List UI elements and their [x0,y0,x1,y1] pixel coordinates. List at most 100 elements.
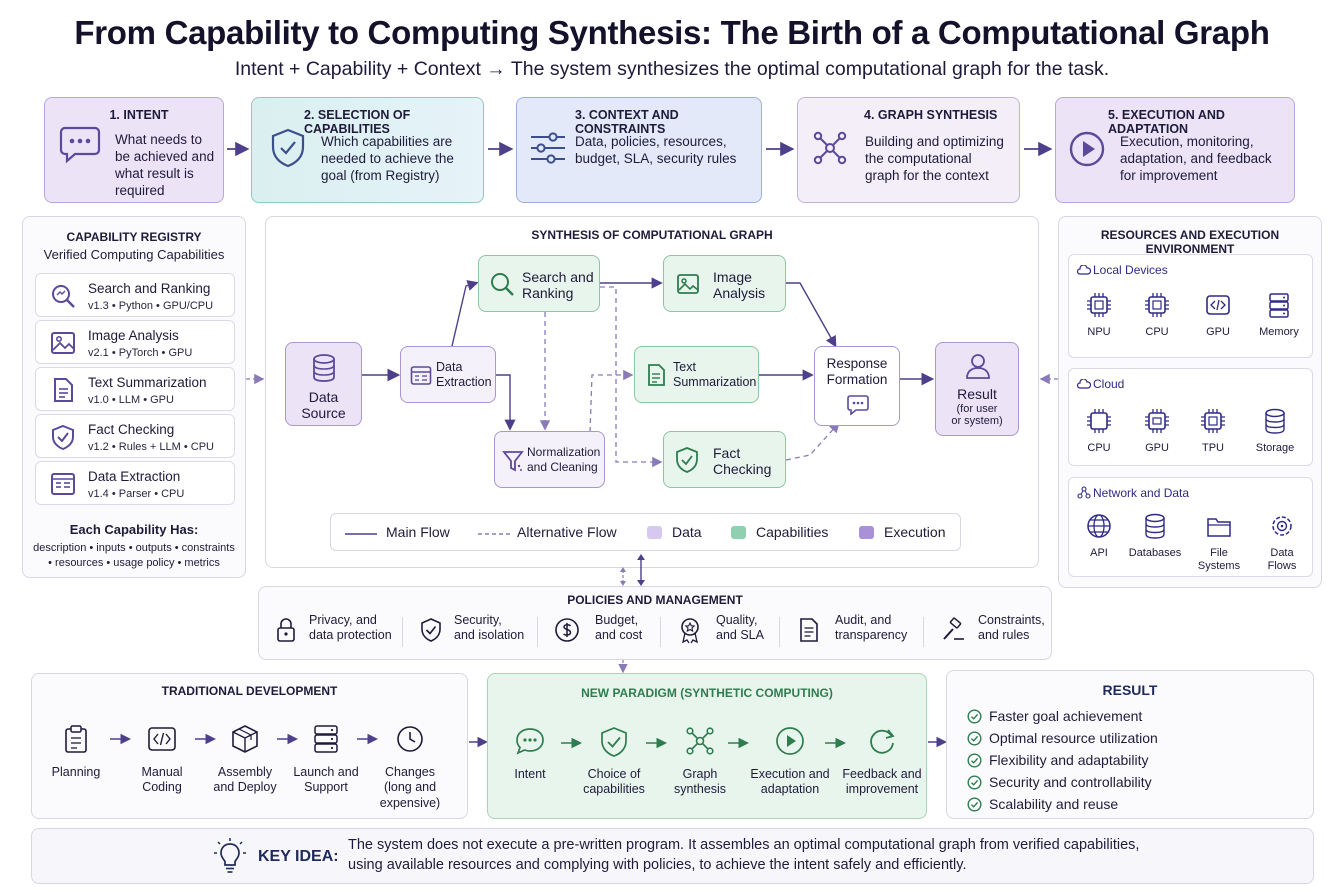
resource-cloud-storage[interactable]: Storage [1245,407,1305,455]
capability-name: Image Analysis [88,328,179,343]
section-arrows [469,736,947,748]
resource-file-systems[interactable]: File Systems [1189,512,1249,573]
node-label: or system) [951,415,1003,427]
dollar-coin-icon [555,618,579,642]
step-label: improvement [845,782,919,796]
policy-label: Constraints, [978,613,1045,627]
node-label: Search and [522,269,594,285]
sliders-icon [531,132,565,164]
resource-group-network: Network and Data API Databases File Syst… [1068,477,1313,577]
cloud-icon [1077,265,1091,275]
capability-meta: v1.4 • Parser • CPU [88,488,185,500]
play-circle-icon [1069,131,1105,167]
resource-data-flows[interactable]: Data Flows [1252,512,1312,573]
resource-label: Storage [1255,442,1295,454]
chip-icon [1087,293,1111,317]
registry-item-text-summarization[interactable]: Text Summarization v1.0 • LLM • GPU [35,367,235,411]
policy-label: data protection [309,628,392,642]
lock-icon [277,618,295,642]
step-label: Feedback and [842,766,922,781]
policy-label: and cost [595,628,643,642]
policy-label: transparency [835,628,908,642]
step-arrows [227,141,1053,157]
registry-item-image-analysis[interactable]: Image Analysis v2.1 • PyTorch • GPU [35,320,235,364]
node-data-extraction[interactable]: Data Extraction [400,346,496,403]
check-circle-icon [967,709,982,724]
registry-item-search-ranking[interactable]: Search and Ranking v1.3 • Python • GPU/C… [35,273,235,317]
step-title: 5. EXECUTION AND ADAPTATION [1108,108,1225,136]
lightbulb-icon [214,838,246,873]
node-label: Checking [713,461,772,477]
database-icon [1265,408,1285,434]
registry-footer-line: • resources • usage policy • metrics [48,557,220,569]
node-label: Fact [713,445,741,461]
resource-group-name: Network and Data [1093,486,1190,500]
resource-cloud-gpu[interactable]: GPU [1127,407,1187,455]
key-idea-line: The system does not execute a pre-writte… [348,837,1140,853]
node-label: Image [713,269,752,285]
resource-label: NPU [1087,326,1111,338]
cloud-icon [1077,379,1091,389]
node-fact-checking[interactable]: Fact Checking [663,431,786,488]
paradigm-panel: NEW PARADIGM (SYNTHETIC COMPUTING) Inten… [487,673,927,819]
page-subtitle: Intent + Capability + Context → The syst… [234,58,1110,80]
step-desc-line: be achieved and [115,149,215,164]
table-extract-icon [51,473,75,495]
resource-label: File [1210,547,1228,559]
result-title: RESULT [1102,682,1158,698]
refresh-icon [870,729,895,754]
resource-cpu[interactable]: CPU [1127,291,1187,339]
resource-api[interactable]: API [1069,512,1129,560]
key-idea-label: KEY IDEA: [258,848,339,865]
node-response-formation[interactable]: Response Formation [814,346,900,426]
policy-audit: Audit, and transparency [835,613,907,643]
policy-divider [537,617,538,647]
node-result[interactable]: Result (for user or system) [935,342,1019,436]
clock-icon [397,726,423,752]
trad-arrows [110,733,378,745]
resource-npu[interactable]: NPU [1069,291,1129,339]
resource-cloud-cpu[interactable]: CPU [1069,407,1129,455]
node-label: Source [301,405,346,421]
resource-group-name: Cloud [1093,377,1125,391]
policy-label: and rules [978,628,1030,642]
policy-label: Quality, [716,613,758,627]
key-idea-line: using available resources and complying … [348,857,967,873]
step-label: Planning [51,764,101,779]
capability-name: Search and Ranking [88,281,211,296]
step-desc-line: needed to achieve the [321,151,454,166]
node-text-summarization[interactable]: Text Summarization [634,346,759,403]
registry-footer-line: description • inputs • outputs • constra… [33,542,235,554]
search-icon [52,285,75,308]
step-label: adaptation [760,782,820,796]
key-idea-panel: KEY IDEA: The system does not execute a … [31,828,1314,884]
capability-meta: v1.2 • Rules + LLM • CPU [88,441,215,453]
resource-cloud-tpu[interactable]: TPU [1183,407,1243,455]
step-desc-line: What needs to [115,132,203,147]
resource-label: CPU [1087,442,1111,454]
legend-data: Data [672,524,702,540]
policy-budget: Budget, and cost [595,613,642,643]
node-image-analysis[interactable]: Image Analysis [663,255,786,312]
registry-item-fact-checking[interactable]: Fact Checking v1.2 • Rules + LLM • CPU [35,414,235,458]
capability-meta: v1.0 • LLM • GPU [88,394,174,406]
policy-label: and SLA [716,628,764,642]
step-intent: 1. INTENT What needs to be achieved and … [44,97,224,203]
node-data-source[interactable]: Data Source [285,342,362,426]
resource-databases[interactable]: Databases [1125,512,1185,560]
database-icon [313,354,335,382]
resource-memory[interactable]: Memory [1249,291,1309,339]
chip-icon [1201,409,1225,433]
node-label: Result [957,386,997,402]
policies-title: POLICIES AND MANAGEMENT [567,593,743,607]
capability-meta: v1.3 • Python • GPU/CPU [88,300,214,312]
graph-nodes-icon [686,727,714,755]
registry-item-data-extraction[interactable]: Data Extraction v1.4 • Parser • CPU [35,461,235,505]
resource-gpu[interactable]: GPU [1188,291,1248,339]
node-normalization[interactable]: Normalization and Cleaning [494,431,605,488]
user-icon [966,354,990,379]
node-search-ranking[interactable]: Search and Ranking [478,255,600,312]
folder-icon [1207,518,1231,537]
paradigm-step-graph: Graph synthesis [664,726,736,798]
